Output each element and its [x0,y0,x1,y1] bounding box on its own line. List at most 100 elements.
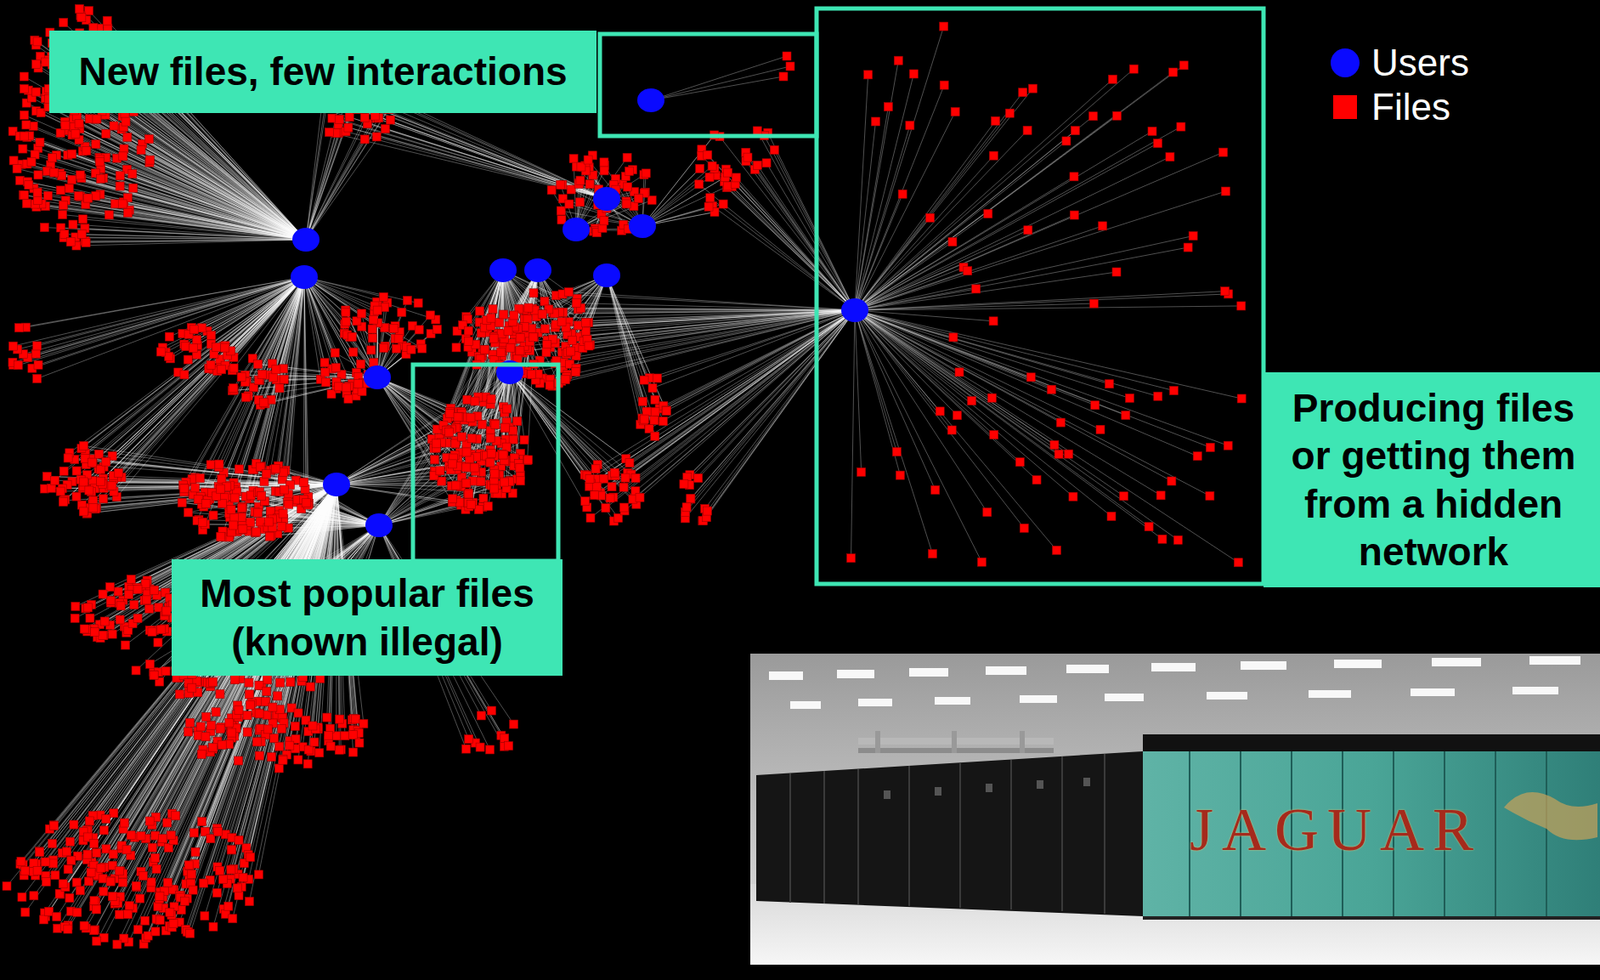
link-line [101,91,306,240]
link-line [183,485,379,526]
link-line [71,484,337,911]
link-line [854,157,1171,311]
link-line [95,484,337,930]
link-line [56,484,337,917]
link-line [378,453,521,526]
link-line [350,97,607,199]
link-line [562,293,855,311]
link-line [585,310,855,502]
link-line [649,310,855,429]
link-line [388,107,607,199]
link-line [503,270,591,345]
link-line [38,147,306,240]
link-line [606,275,656,400]
link-line [94,484,337,874]
link-line [553,310,855,340]
link-line [854,303,1094,311]
link-line [304,277,306,504]
link-line [516,310,855,352]
link-line [377,377,467,419]
link-line [98,484,337,877]
link-line [746,161,855,311]
link-line [304,277,376,371]
link-line [94,484,337,907]
link-line [100,161,306,240]
link-line [606,275,660,409]
link-line [471,270,504,352]
link-line [447,270,504,430]
link-line [509,372,619,518]
link-line [446,270,504,419]
link-line [377,377,463,437]
link-line [854,310,1101,430]
link-line [454,372,510,456]
link-line [17,277,305,366]
link-line [854,130,1153,311]
link-line [606,275,656,436]
link-line [188,484,337,932]
link-line [112,484,337,897]
link-line [119,484,337,897]
link-line [378,412,505,526]
link-line [215,277,305,497]
link-line [117,158,306,240]
link-line [712,205,855,311]
link-line [158,484,337,907]
link-line [854,310,1074,497]
link-line [17,277,305,350]
link-line [642,176,725,227]
link-line [377,377,458,418]
link-line [509,372,626,478]
link-line [606,275,656,436]
link-line [100,158,306,240]
link-line [666,310,855,411]
link-line [509,372,597,487]
link-line [854,230,1029,311]
link-line [118,484,337,904]
link-line [181,502,379,526]
link-line [435,372,510,444]
link-line [321,107,607,199]
link-line [378,481,504,526]
link-line [377,377,521,475]
link-line [79,484,337,891]
link-line [181,502,379,526]
link-line [690,310,855,499]
link-line [246,377,378,397]
link-line [757,130,855,311]
link-line [67,90,306,240]
link-line [62,484,337,884]
link-line [328,132,607,199]
link-line [117,277,305,477]
link-line [650,56,787,101]
link-line [854,310,1052,390]
link-line [60,132,306,240]
link-line [67,484,337,926]
link-line [305,108,389,240]
link-line [332,118,607,199]
link-line [509,372,590,487]
link-line [503,270,571,351]
link-line [336,483,467,485]
link-line [509,372,634,499]
link-line [719,136,855,311]
link-line [256,277,305,464]
link-line [23,484,337,876]
link-line [854,310,952,430]
link-line [35,484,337,876]
link-line [125,121,306,240]
link-line [735,177,855,311]
link-line [854,92,1024,311]
link-line [706,310,855,511]
link-line [443,270,504,425]
link-line [135,484,337,886]
link-line [377,377,467,468]
link-line [231,277,305,510]
link-line [114,484,337,904]
link-line [854,310,1239,563]
link-line [73,110,306,240]
link-line [851,310,855,559]
link-line [204,484,337,916]
link-line [84,445,337,485]
link-line [72,153,306,240]
